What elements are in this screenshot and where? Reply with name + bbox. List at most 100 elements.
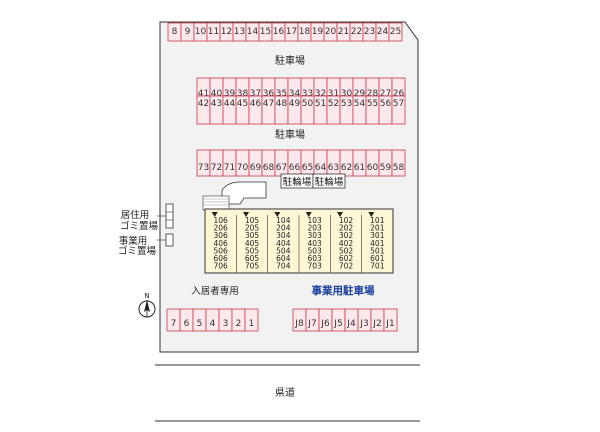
business-slot-number: J3 bbox=[359, 319, 368, 329]
top-row-slot-number: 25 bbox=[390, 27, 401, 37]
unit-entrance-marker bbox=[337, 212, 343, 217]
middle-row-a-slot-number: 41 bbox=[198, 89, 209, 99]
middle-row-a-slot-number: 30 bbox=[341, 89, 353, 99]
top-row-slot-number: 11 bbox=[208, 27, 219, 37]
unit-number: 404 bbox=[276, 239, 291, 248]
unit-number: 303 bbox=[308, 231, 323, 240]
business-garbage-label-2: ゴミ置場 bbox=[118, 245, 157, 257]
unit-number: 505 bbox=[245, 246, 260, 255]
middle-row-a-slot-number: 28 bbox=[367, 89, 379, 99]
unit-entrance-marker bbox=[368, 212, 375, 217]
entrance-canopy bbox=[221, 181, 267, 205]
business-slot-number: J5 bbox=[333, 319, 342, 329]
unit-number: 105 bbox=[245, 216, 260, 225]
top-row-slot-number: 10 bbox=[195, 27, 207, 37]
middle-row-b-slot-number: 46 bbox=[250, 99, 262, 109]
middle-row-a-slot-number: 29 bbox=[354, 89, 366, 99]
unit-entrance-marker bbox=[243, 212, 249, 217]
business-slot bbox=[383, 308, 398, 332]
middle-row-a-slot-number: 34 bbox=[289, 89, 301, 99]
lower-row-slot-number: 62 bbox=[341, 163, 352, 173]
unit-number: 201 bbox=[370, 224, 385, 233]
unit-number: 102 bbox=[339, 216, 354, 225]
middle-row-b-slot-number: 54 bbox=[354, 99, 366, 109]
middle-row-a-slot-number: 40 bbox=[211, 89, 223, 99]
middle-row-b-slot-number: 55 bbox=[367, 99, 378, 109]
unit-number: 702 bbox=[339, 262, 354, 271]
lower-row-slot bbox=[391, 149, 406, 177]
middle-row-a-slot-number: 36 bbox=[263, 89, 275, 99]
top-row-slot-number: 21 bbox=[338, 27, 349, 37]
north-label: N bbox=[144, 292, 149, 300]
top-row-slot-number: 13 bbox=[234, 27, 245, 37]
unit-number: 206 bbox=[214, 224, 229, 233]
middle-row-b-slot-number: 53 bbox=[341, 99, 352, 109]
business-garbage-label-1: 事業用 bbox=[119, 235, 148, 247]
bicycle-area-2 bbox=[312, 173, 346, 189]
unit-number: 501 bbox=[370, 246, 385, 255]
unit-number: 405 bbox=[245, 239, 260, 248]
unit-entrance-marker bbox=[305, 212, 312, 217]
unit-number: 304 bbox=[276, 231, 291, 240]
resident-garbage-box bbox=[165, 203, 174, 229]
unit-number: 706 bbox=[214, 262, 229, 271]
middle-row-b-slot-number: 43 bbox=[211, 99, 222, 109]
lower-row-slot-number: 71 bbox=[224, 163, 235, 173]
top-row-slot-number: 20 bbox=[325, 27, 337, 37]
unit-number: 504 bbox=[276, 246, 291, 255]
unit-number: 302 bbox=[339, 231, 354, 240]
unit-entrance-marker bbox=[274, 212, 281, 217]
top-row-slot-number: 15 bbox=[260, 27, 271, 37]
lower-row-slot-number: 64 bbox=[315, 163, 327, 173]
lower-row-slot-number: 72 bbox=[211, 163, 222, 173]
top-row-slot-number: 22 bbox=[351, 27, 362, 37]
bicycle-label-1: 駐輪場 bbox=[283, 176, 312, 188]
resident-only-label: 入居者専用 bbox=[191, 285, 239, 297]
business-slot-number: J8 bbox=[294, 319, 304, 329]
resident-slot-number: 7 bbox=[171, 319, 177, 329]
unit-number: 605 bbox=[245, 254, 260, 263]
resident-slot-number: 4 bbox=[210, 319, 216, 329]
unit-number: 403 bbox=[308, 239, 323, 248]
business-slot-number: J2 bbox=[372, 319, 381, 329]
unit-number: 703 bbox=[308, 262, 323, 271]
unit-number: 604 bbox=[276, 254, 291, 263]
resident-slot-number: 3 bbox=[223, 319, 229, 329]
business-parking-label: 事業用駐車場 bbox=[312, 284, 375, 297]
top-row-slot-number: 19 bbox=[312, 27, 324, 37]
unit-number: 705 bbox=[245, 262, 260, 271]
unit-number: 506 bbox=[214, 246, 229, 255]
north-arrow-icon: N bbox=[138, 292, 156, 318]
business-slot-number: J4 bbox=[346, 319, 356, 329]
lower-row-slot-number: 59 bbox=[380, 163, 392, 173]
parking-label-middle: 駐車場 bbox=[275, 128, 305, 141]
middle-row-b-slot-number: 45 bbox=[237, 99, 248, 109]
parking-label-upper: 駐車場 bbox=[275, 54, 305, 67]
lower-row-slot-number: 69 bbox=[250, 163, 262, 173]
top-row-slot bbox=[388, 22, 403, 42]
top-row-slot-number: 16 bbox=[273, 27, 285, 37]
lower-row-slot-number: 70 bbox=[237, 163, 249, 173]
middle-row-b-slot-number: 57 bbox=[393, 99, 404, 109]
lower-row-slot-number: 60 bbox=[367, 163, 379, 173]
middle-row-a-slot-number: 32 bbox=[315, 89, 326, 99]
unit-number: 106 bbox=[214, 216, 229, 225]
middle-row-b-slot-number: 51 bbox=[315, 99, 326, 109]
lower-row-slot-number: 58 bbox=[393, 163, 405, 173]
top-row-slot-number: 17 bbox=[286, 27, 297, 37]
middle-row-a-slot-number: 37 bbox=[250, 89, 261, 99]
resident-slot bbox=[244, 308, 259, 332]
unit-entrance-marker bbox=[211, 212, 218, 217]
lower-row-slot-number: 61 bbox=[354, 163, 365, 173]
lower-row-slot-number: 67 bbox=[276, 163, 287, 173]
unit-number: 401 bbox=[370, 239, 385, 248]
resident-garbage-label-1: 居住用 bbox=[121, 209, 150, 221]
middle-row-b-slot-number: 44 bbox=[224, 99, 236, 109]
unit-number: 301 bbox=[370, 231, 385, 240]
building-units: 1062063064065066067061052053054055056057… bbox=[211, 212, 385, 273]
